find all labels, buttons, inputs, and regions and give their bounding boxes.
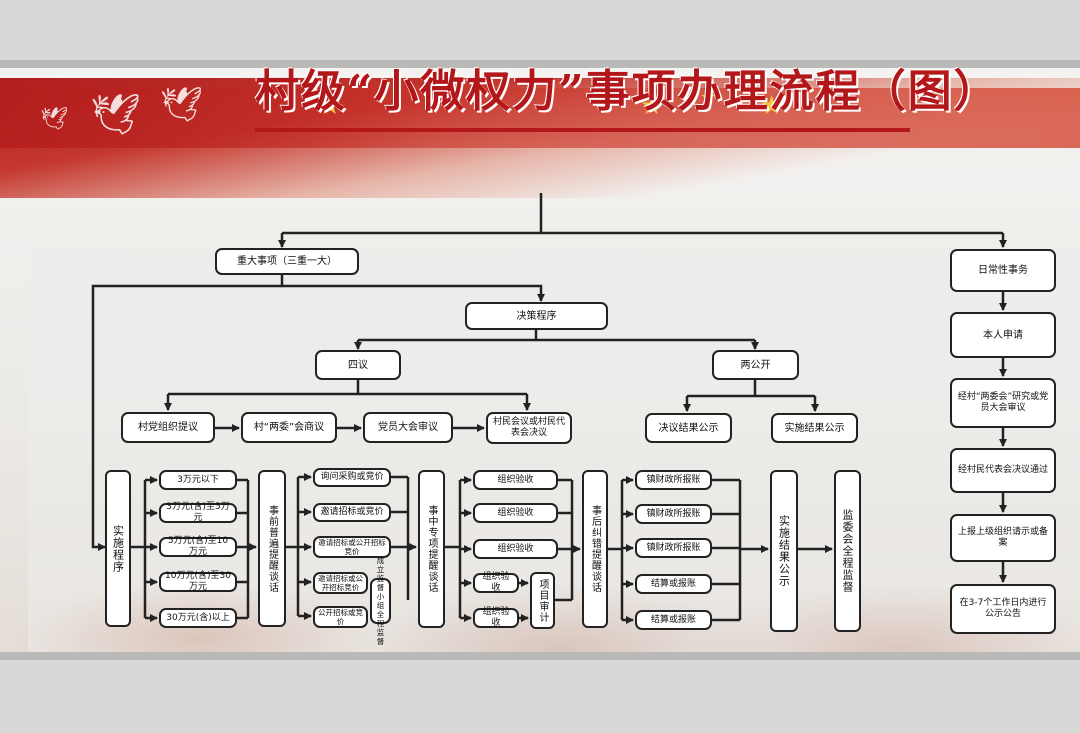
two-committees-discussion-step: 村“两委”会商议 [241,412,337,443]
decision-procedure-node: 决策程序 [465,302,608,330]
star-icon: ★ [820,83,835,102]
major-matters-node: 重大事项（三重一大） [215,248,359,275]
reimbursement-step-3: 镇财政所报账 [635,538,712,558]
daily-step-villager-resolution: 经村民代表会决议通过 [950,448,1056,493]
supervision-group-node: 成立监督小组全程监督 [370,556,391,646]
reimbursement-step-1: 镇财政所报账 [635,470,712,490]
post-reminder-talk-node: 事后纠错提醒谈话 [582,470,608,628]
dove-icon: 🕊 [40,107,68,132]
daily-step-public-notice: 在3-7个工作日内进行公示公告 [950,584,1056,634]
supervisory-committee-node: 监委会全程监督 [834,470,861,632]
daily-step-committee-review: 经村“两委会”研究或党员大会审议 [950,378,1056,428]
red-flag-stripe [0,88,1080,148]
dove-icon: 🕊 [160,85,204,125]
title-underline [255,128,910,132]
settlement-step-1: 结算或报账 [635,574,712,594]
implementation-result-publicity-node: 实施结果公示 [770,470,798,632]
pre-reminder-talk-node: 事前普遍提醒谈话 [258,470,286,627]
party-congress-review-step: 党员大会审议 [363,412,453,443]
daily-step-report-superior: 上报上级组织请示或备案 [950,514,1056,562]
star-icon: ★ [640,91,664,121]
project-audit-node: 项目审计 [530,572,555,629]
procurement-option-5: 公开招标或竞价 [313,606,368,628]
star-icon: ★ [700,87,717,108]
daily-affairs-node: 日常性事务 [950,249,1056,292]
amount-tier-5: 30万元(含)以上 [159,608,237,628]
four-discussions-node: 四议 [315,350,401,380]
party-proposal-step: 村党组织提议 [121,412,215,443]
implementation-procedure-node: 实施程序 [105,470,131,627]
page-title: 村级“小微权力”事项办理流程（图） [255,66,1000,117]
amount-tier-4: 10万元(含)至30万元 [159,571,237,592]
reimbursement-step-2: 镇财政所报账 [635,504,712,524]
villagers-resolution-step: 村民会议或村民代表会决议 [486,412,572,444]
acceptance-check-1: 组织验收 [473,470,558,490]
daily-step-application: 本人申请 [950,312,1056,358]
procurement-option-3: 邀请招标或公开招标竞价 [313,536,391,558]
acceptance-check-5: 组织验收 [473,607,519,628]
amount-tier-3: 5万元(含)至10万元 [159,536,237,557]
two-publics-node: 两公开 [712,350,799,380]
mid-reminder-talk-node: 事中专项提醒谈话 [418,470,445,628]
dove-icon: 🕊 [90,92,141,138]
settlement-step-2: 结算或报账 [635,610,712,630]
procurement-option-2: 邀请招标或竞价 [313,503,391,522]
procurement-option-1: 询问采购或竞价 [313,468,391,487]
amount-tier-1: 3万元以下 [159,470,237,490]
amount-tier-2: 3万元(含)至5万元 [159,502,237,523]
acceptance-check-3: 组织验收 [473,539,558,559]
acceptance-check-2: 组织验收 [473,503,558,523]
acceptance-check-4: 组织验收 [473,572,519,593]
implementation-publicity-step: 实施结果公示 [771,413,858,443]
star-icon: ★ [760,91,784,121]
star-icon: ★ [318,91,342,121]
resolution-publicity-step: 决议结果公示 [645,413,732,443]
procurement-option-4: 邀请招标或公开招标竞价 [313,572,368,594]
